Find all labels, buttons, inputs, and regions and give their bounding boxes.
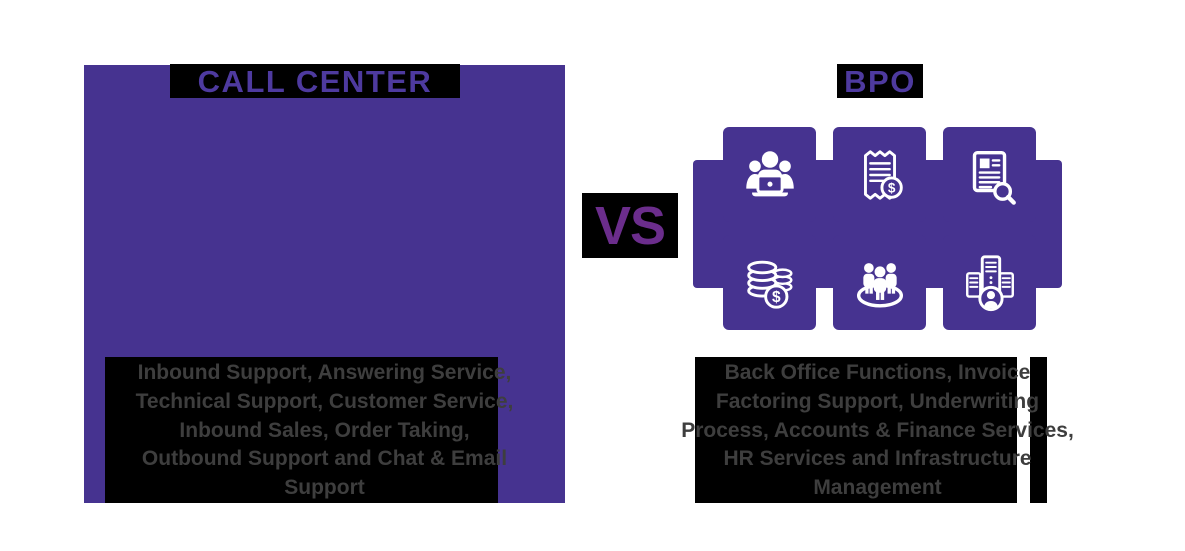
invoice-dollar-icon: $: [863, 149, 903, 200]
bpo-description-box: [695, 357, 1017, 503]
call-center-description: Inbound Support, Answering Service, Tech…: [135, 361, 514, 500]
call-center-description-box: [105, 357, 498, 503]
bpo-tile-invoice-factoring: $: [833, 127, 926, 222]
vs-label: VS: [594, 195, 666, 256]
bpo-title: BPO: [844, 63, 916, 99]
document-search-icon: [972, 150, 1016, 205]
team-workforce-icon: [745, 150, 794, 196]
infrastructure-server-icon: [965, 254, 1014, 311]
bpo-tile-infrastructure: [943, 235, 1036, 330]
vs-divider-box: VS: [582, 193, 678, 258]
bpo-tile-hr-services: [833, 235, 926, 330]
bpo-description: Back Office Functions, Invoice Factoring…: [681, 361, 1074, 500]
svg-text:$: $: [771, 288, 780, 305]
coins-dollar-icon: $: [746, 260, 793, 309]
bpo-description-box-strip: [1030, 357, 1047, 503]
bpo-tile-back-office: [723, 127, 816, 222]
bpo-title-box: BPO: [837, 64, 923, 98]
call-center-title-box: CALL CENTER: [170, 64, 460, 98]
bpo-tile-underwriting: [943, 127, 1036, 222]
bpo-tile-accounts-finance: $: [723, 235, 816, 330]
svg-text:$: $: [887, 180, 895, 195]
call-center-title: CALL CENTER: [197, 63, 433, 99]
hr-people-icon: [856, 262, 903, 307]
